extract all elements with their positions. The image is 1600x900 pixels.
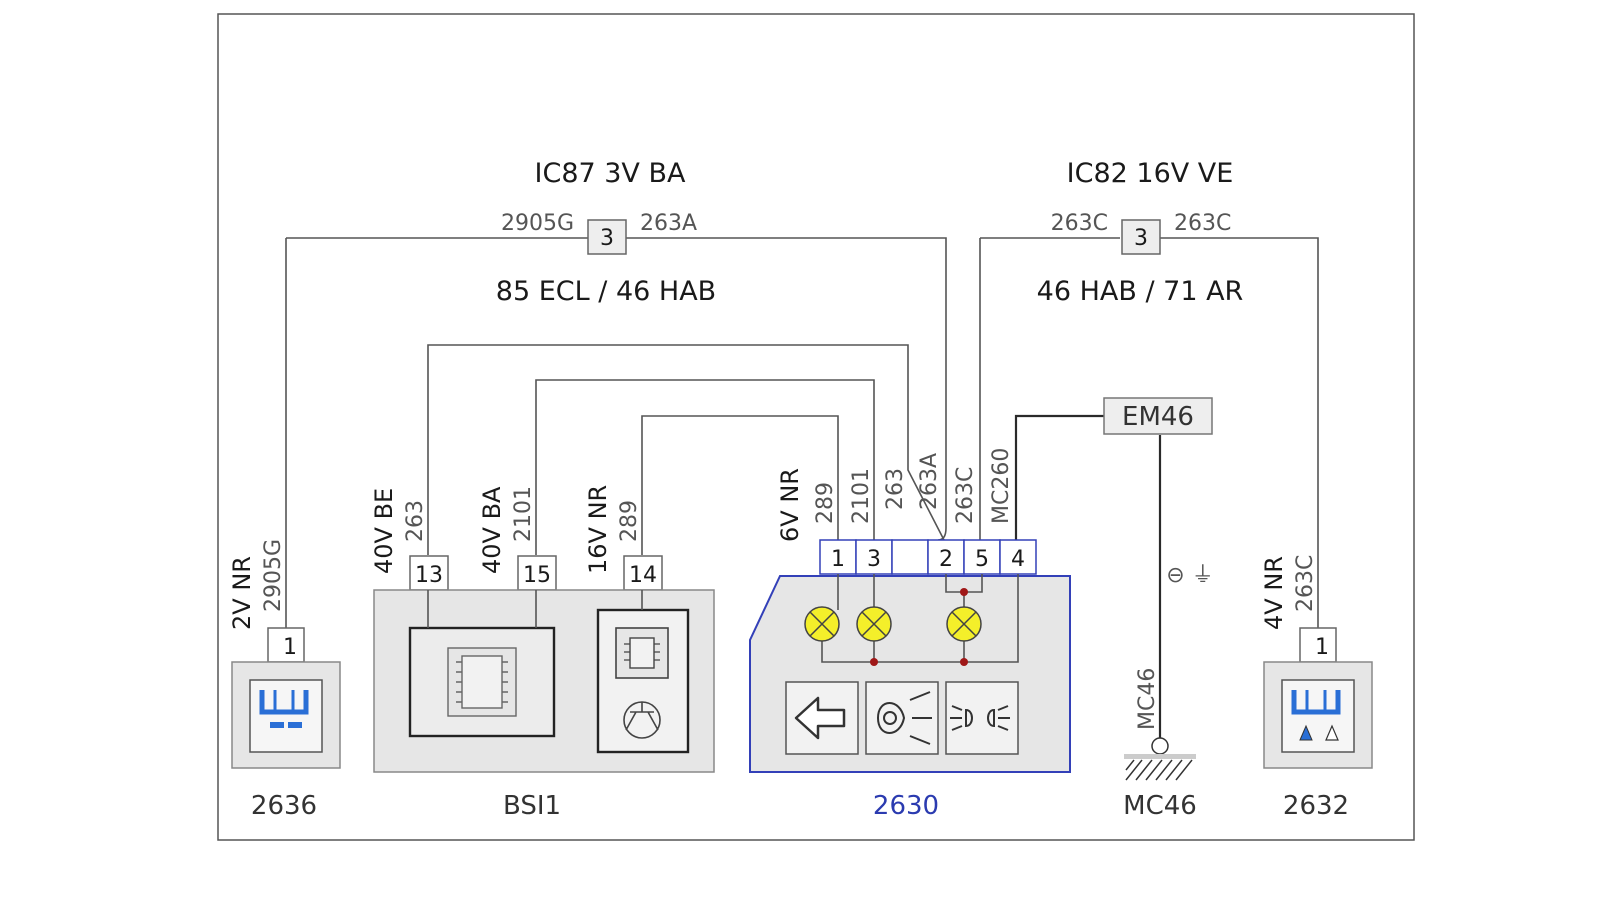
- component-2630: 6V NR 289 2101 263 263A 263C MC260 1 3 2…: [749, 448, 1071, 821]
- connector-label: 6V NR: [776, 468, 804, 542]
- splice-header: IC87 3V BA: [535, 158, 687, 189]
- rear-wiper-switch-icon: [259, 690, 309, 728]
- pin-box: [409, 555, 449, 591]
- transistor-icon: [623, 701, 661, 739]
- connector-label: 16V NR: [584, 485, 612, 574]
- ground-symbol-label: ⊖ ⏚: [1166, 563, 1213, 588]
- component-mc46: MC46 MC46: [1123, 668, 1197, 821]
- wire-263: [427, 344, 945, 555]
- wire-263c-right: [1160, 237, 1319, 628]
- lamp-icon: [946, 606, 982, 642]
- wire-label: 263: [883, 468, 908, 510]
- connector-label: 2V NR: [228, 556, 256, 630]
- wire-label: 2101: [849, 468, 874, 524]
- pin-box: [517, 555, 557, 591]
- wire-label-right: 263A: [640, 211, 697, 236]
- pin-number: 1: [831, 547, 845, 572]
- component-name: BSI1: [503, 791, 561, 821]
- microchip-icon: [447, 647, 517, 717]
- sidelamp-icon: [950, 705, 1010, 731]
- em46-label: EM46: [1122, 402, 1194, 432]
- bsi-relay-box: [596, 608, 690, 754]
- pin-number: 4: [1011, 547, 1025, 572]
- wire-label: 263A: [917, 453, 942, 510]
- headlamp-icon: [876, 691, 932, 745]
- component-bsi1: 40V BE 263 13 40V BA 2101 15 16V NR 289 …: [370, 485, 715, 821]
- wire-label: 263C: [953, 467, 978, 524]
- splice-ic82: IC82 16V VE 263C 3 263C 46 HAB / 71 AR: [1037, 158, 1244, 307]
- arrow-left-icon: [794, 696, 846, 740]
- connector-label: 40V BA: [478, 486, 506, 574]
- lamp-icon: [804, 606, 840, 642]
- relay-chip-icon: [615, 627, 669, 679]
- wire-2101: [535, 379, 875, 555]
- pin-number: 14: [629, 563, 657, 588]
- pin-number: 2: [939, 547, 953, 572]
- component-name: 2636: [251, 791, 317, 821]
- splice-box: [587, 219, 627, 255]
- connector-label: 40V BE: [370, 488, 398, 574]
- component-name: 2630: [873, 791, 939, 821]
- ground-node-em46: EM46 ⊖ ⏚: [1103, 397, 1214, 588]
- component-2636: 2V NR 2905G 1 2636: [228, 539, 341, 821]
- pin-number: 1: [1315, 635, 1329, 660]
- connector-strip: 1 3 2 5 4: [819, 539, 1037, 575]
- component-2632: 4V NR 263C 1 2632: [1260, 555, 1373, 821]
- connector-label: 4V NR: [1260, 556, 1288, 630]
- splice-subheader: 85 ECL / 46 HAB: [496, 276, 716, 307]
- washer-switch-icon: [1291, 690, 1341, 741]
- splice-subheader: 46 HAB / 71 AR: [1037, 276, 1244, 307]
- wire-label-left: 263C: [1051, 211, 1108, 236]
- component-name: MC46: [1123, 791, 1197, 821]
- component-name: 2632: [1283, 791, 1349, 821]
- pin-number: 3: [867, 547, 881, 572]
- wire-label-left: 2905G: [501, 211, 574, 236]
- wire-label: 263: [403, 500, 428, 542]
- wire-mc260: [1014, 414, 1104, 540]
- wire-263c-left: [979, 237, 1120, 540]
- pin-number: 15: [523, 563, 551, 588]
- wire-label: 289: [813, 482, 838, 524]
- pin-box: [1299, 627, 1337, 663]
- wire-289: [641, 415, 839, 555]
- ground-icon: [1124, 737, 1196, 781]
- splice-pin: 3: [1134, 226, 1148, 251]
- lamp-icon: [856, 606, 892, 642]
- pin-number: 5: [975, 547, 989, 572]
- wire-label: 2101: [511, 486, 536, 542]
- splice-box: [1121, 219, 1161, 255]
- em46-box: [1103, 397, 1213, 435]
- pin-number: 13: [415, 563, 443, 588]
- wire-label: 289: [617, 500, 642, 542]
- splice-pin: 3: [600, 226, 614, 251]
- wire-label-right: 263C: [1174, 211, 1231, 236]
- wire-label: 263C: [1293, 555, 1318, 612]
- wire-label: 2905G: [261, 539, 286, 612]
- splice-header: IC82 16V VE: [1067, 158, 1234, 189]
- wire-label: MC260: [989, 448, 1014, 524]
- wire-label: MC46: [1135, 668, 1160, 730]
- wires: [285, 237, 1319, 740]
- pin-number: 1: [283, 635, 297, 660]
- splice-ic87: IC87 3V BA 2905G 3 263A 85 ECL / 46 HAB: [496, 158, 716, 307]
